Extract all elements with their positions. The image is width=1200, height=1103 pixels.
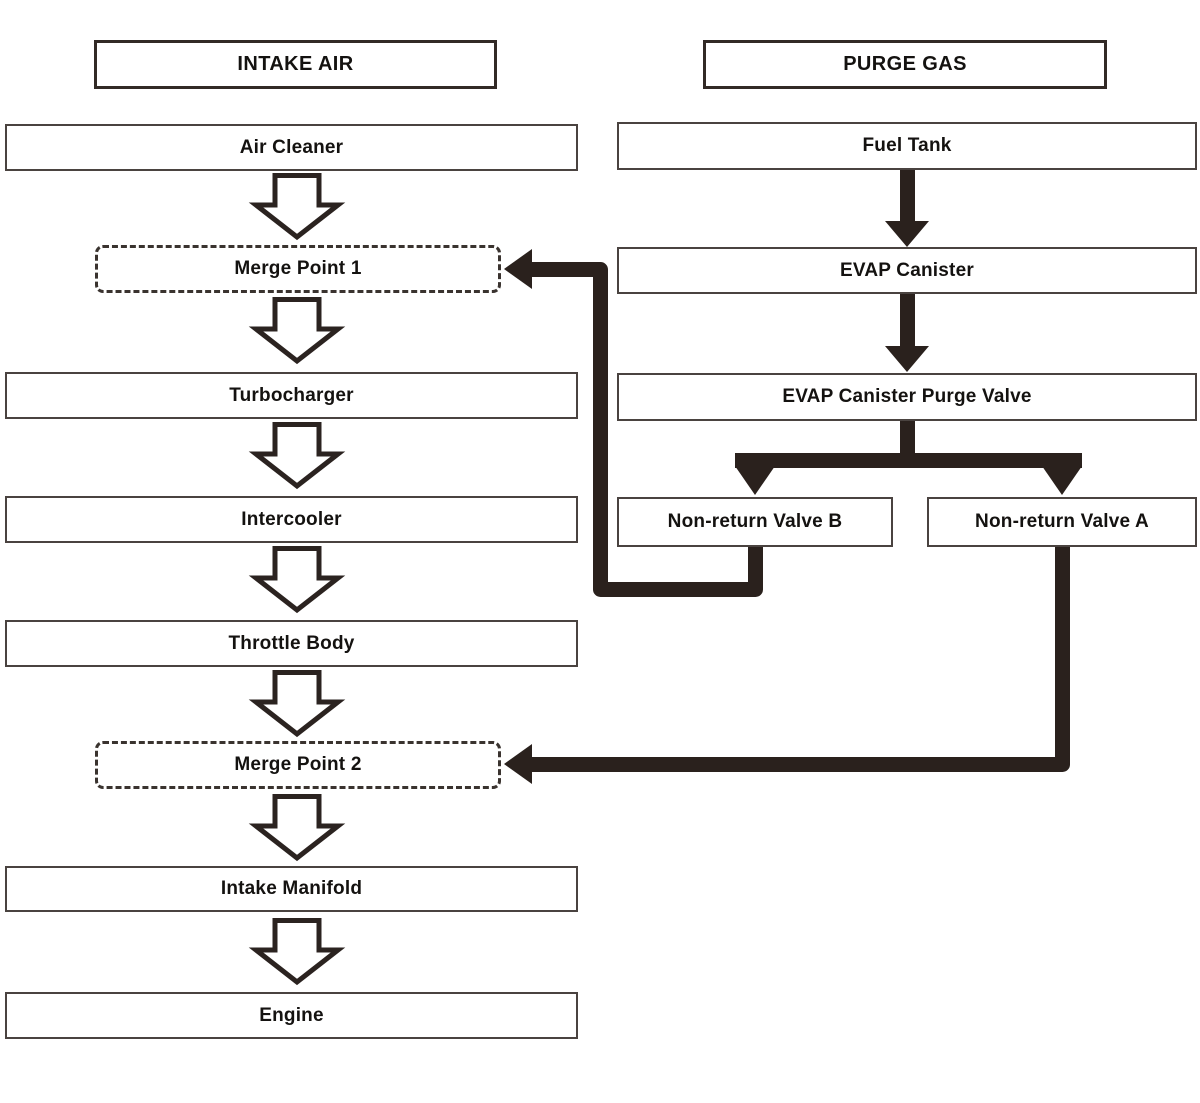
node-non-return-valve-b-label: Non-return Valve B [667, 511, 843, 532]
node-evap-canister-purge-valve-label: EVAP Canister Purge Valve [782, 386, 1032, 407]
node-merge-point-1: Merge Point 1 [95, 245, 501, 293]
node-engine: Engine [5, 992, 578, 1039]
arrow-merge2-to-intake-manifold [256, 797, 338, 859]
header-purge-gas-label: PURGE GAS [843, 53, 967, 75]
node-air-cleaner-label: Air Cleaner [239, 136, 344, 158]
node-turbocharger: Turbocharger [5, 372, 578, 419]
node-evap-canister-purge-valve: EVAP Canister Purge Valve [617, 373, 1197, 421]
arrow-purge-valve-split [735, 418, 1082, 495]
arrow-evap-canister-to-purge-valve [885, 294, 929, 372]
node-intercooler: Intercooler [5, 496, 578, 543]
node-intake-manifold: Intake Manifold [5, 866, 578, 912]
node-throttle-body-label: Throttle Body [228, 632, 355, 654]
node-merge-point-1-label: Merge Point 1 [234, 258, 362, 279]
header-purge-gas: PURGE GAS [703, 40, 1107, 89]
node-engine-label: Engine [259, 1004, 324, 1026]
node-intake-manifold-label: Intake Manifold [220, 878, 363, 899]
arrow-intake-manifold-to-engine [256, 921, 338, 983]
node-non-return-valve-a-label: Non-return Valve A [975, 511, 1149, 532]
header-intake-air-label: INTAKE AIR [237, 53, 354, 75]
header-intake-air: INTAKE AIR [94, 40, 497, 89]
arrow-fuel-tank-to-evap-canister [885, 169, 929, 247]
arrow-intercooler-to-throttle-body [256, 549, 338, 611]
route-valve-a-to-merge2 [504, 545, 1070, 784]
arrow-throttle-body-to-merge2 [256, 673, 338, 735]
arrow-merge1-to-turbocharger [256, 300, 338, 362]
route-valve-b-to-merge1 [504, 249, 763, 597]
node-merge-point-2: Merge Point 2 [95, 741, 501, 789]
node-throttle-body: Throttle Body [5, 620, 578, 667]
node-intercooler-label: Intercooler [241, 508, 342, 530]
node-fuel-tank-label: Fuel Tank [862, 135, 952, 156]
node-turbocharger-label: Turbocharger [229, 384, 354, 406]
node-fuel-tank: Fuel Tank [617, 122, 1197, 170]
node-air-cleaner: Air Cleaner [5, 124, 578, 171]
node-non-return-valve-b: Non-return Valve B [617, 497, 893, 547]
node-merge-point-2-label: Merge Point 2 [234, 754, 362, 775]
arrow-air-cleaner-to-merge1 [256, 176, 338, 238]
node-non-return-valve-a: Non-return Valve A [927, 497, 1197, 547]
node-evap-canister-label: EVAP Canister [840, 259, 974, 281]
node-evap-canister: EVAP Canister [617, 247, 1197, 294]
arrow-turbocharger-to-intercooler [256, 425, 338, 487]
